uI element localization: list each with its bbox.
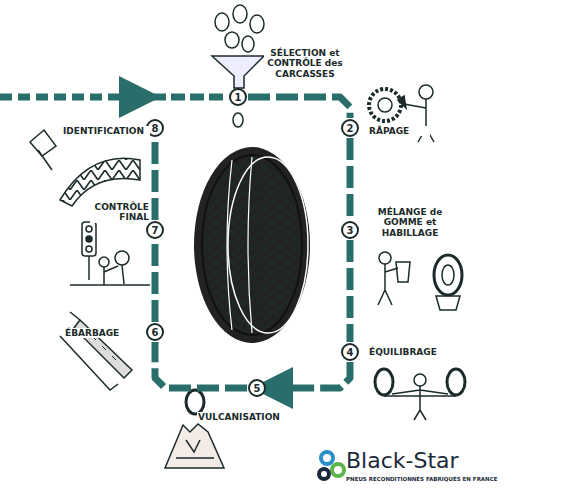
process-arrow — [155, 342, 247, 388]
step-circle: 7CONTRÔLE FINAL — [146, 221, 164, 239]
step-label: VULCANISATION — [197, 412, 289, 422]
process-arrow — [152, 240, 159, 322]
step-label: MÉLANGE de GOMME et HABILLAGE — [370, 207, 450, 238]
brand-tagline: PNEUS RECONDITIONNÉS FABRIQUÉS EN FRANCE — [346, 476, 498, 482]
brand-name: Black-Star — [346, 448, 459, 473]
process-arrow — [272, 362, 350, 388]
step-number: 8 — [148, 121, 162, 135]
step-number: 4 — [343, 345, 357, 359]
process-arrow — [347, 138, 354, 220]
process-arrow — [248, 97, 350, 118]
step-number: 3 — [343, 223, 357, 237]
step-circle: 4ÉQUILIBRAGE — [341, 343, 359, 361]
step-circle: 3MÉLANGE de GOMME et HABILLAGE — [341, 221, 359, 239]
step-number: 7 — [148, 223, 162, 237]
process-arrow — [347, 240, 354, 342]
step-number: 1 — [231, 90, 245, 104]
process-arrow — [152, 138, 159, 220]
step-circle: 2RÂPAGE — [341, 119, 359, 137]
step-number: 6 — [148, 325, 162, 339]
step-label: ÉBARBAGE — [64, 328, 126, 338]
step-label: CONTRÔLE FINAL — [90, 202, 150, 223]
step-circle: 1SÉLECTION et CONTRÔLE des CARCASSES — [229, 88, 247, 106]
step-circle: 8IDENTIFICATION — [146, 119, 164, 137]
step-label: IDENTIFICATION — [62, 126, 150, 136]
step-number: 5 — [250, 381, 264, 395]
step-number: 2 — [343, 121, 357, 135]
step-label: RÂPAGE — [368, 126, 430, 136]
step-circle: 6ÉBARBAGE — [146, 323, 164, 341]
step-circle: 5VULCANISATION — [248, 379, 266, 397]
tire-illustration — [194, 147, 310, 343]
step-label: SÉLECTION et CONTRÔLE des CARCASSES — [264, 48, 346, 79]
step-label: ÉQUILIBRAGE — [368, 347, 450, 357]
